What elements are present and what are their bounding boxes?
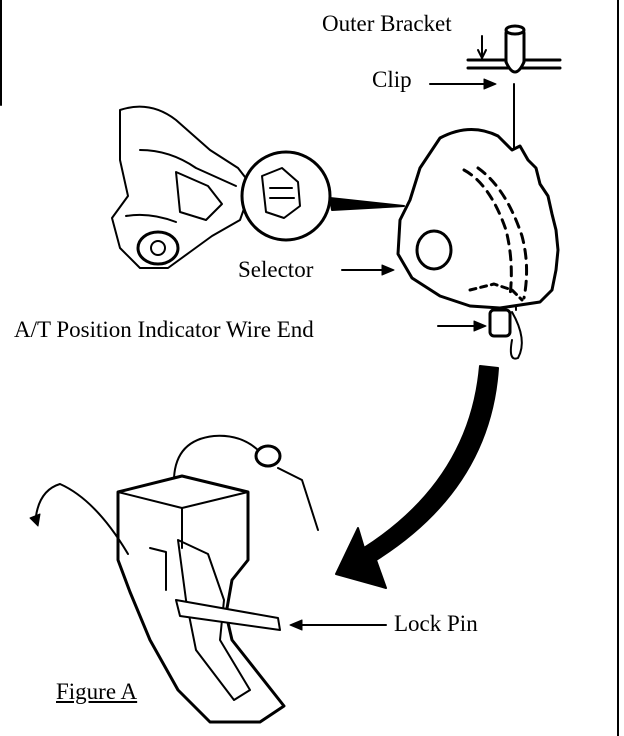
figure-caption: Figure A <box>56 679 138 704</box>
vehicle-view-inset <box>111 105 253 269</box>
lever-assembly <box>116 474 286 724</box>
label-wire-end: A/T Position Indicator Wire End <box>14 317 314 342</box>
label-clip: Clip <box>372 67 412 92</box>
direction-arrow <box>335 365 499 589</box>
outer-bracket <box>466 24 562 74</box>
wire-end-arrow <box>437 320 487 332</box>
wire-end <box>488 308 523 360</box>
label-selector: Selector <box>238 257 314 282</box>
magnifier-pointer <box>329 197 405 211</box>
magnifier-circle <box>240 150 332 242</box>
label-lock-pin: Lock Pin <box>394 611 478 636</box>
lock-pin-arrow <box>289 619 387 631</box>
lever-cable <box>29 434 319 555</box>
label-outer-bracket: Outer Bracket <box>322 11 452 36</box>
clip-arrow <box>429 78 497 90</box>
selector-body <box>396 128 560 310</box>
selector-arrow <box>341 264 395 276</box>
